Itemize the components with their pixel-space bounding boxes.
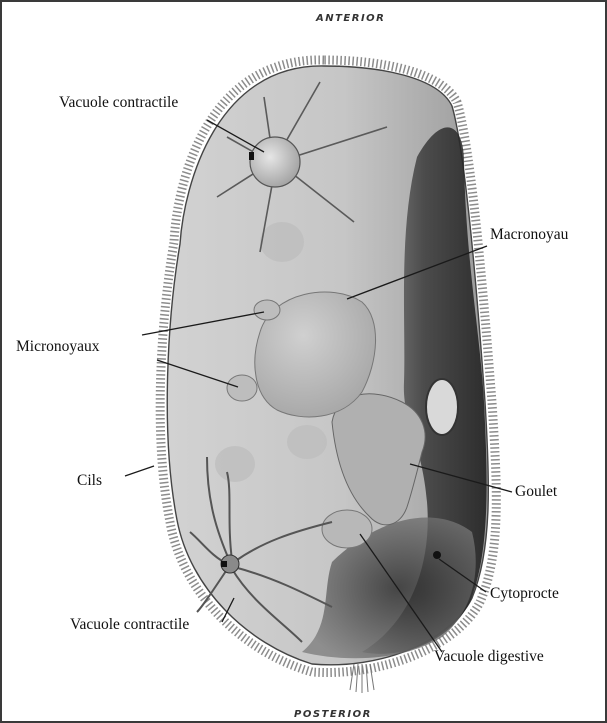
anterior-label: ANTERIOR (316, 13, 385, 24)
label-goulet: Goulet (515, 483, 557, 501)
cytoproct-dot (433, 551, 441, 559)
goulet-opening (426, 379, 458, 435)
micronucleus-bottom (227, 375, 257, 401)
food-vacuole-3 (215, 446, 255, 482)
micronucleus-top (254, 300, 280, 320)
label-vacuole-contractile-bottom: Vacuole contractile (70, 616, 189, 634)
digestive-vacuole (322, 510, 372, 548)
food-vacuole-1 (260, 222, 304, 262)
contractile-vacuole-top-body (250, 137, 300, 187)
label-vacuole-digestive: Vacuole digestive (434, 648, 544, 666)
contractile-pore-top (249, 152, 254, 160)
posterior-label: POSTERIOR (294, 709, 372, 720)
label-macronoyau: Macronoyau (490, 226, 568, 244)
contractile-pore-bottom (221, 561, 227, 567)
food-vacuole-2 (287, 425, 327, 459)
label-vacuole-contractile-top: Vacuole contractile (59, 94, 178, 112)
label-cils: Cils (77, 472, 102, 490)
caudal-tuft (350, 664, 374, 693)
label-cytoprocte: Cytoprocte (490, 585, 559, 603)
label-micronoyaux: Micronoyaux (16, 338, 100, 356)
